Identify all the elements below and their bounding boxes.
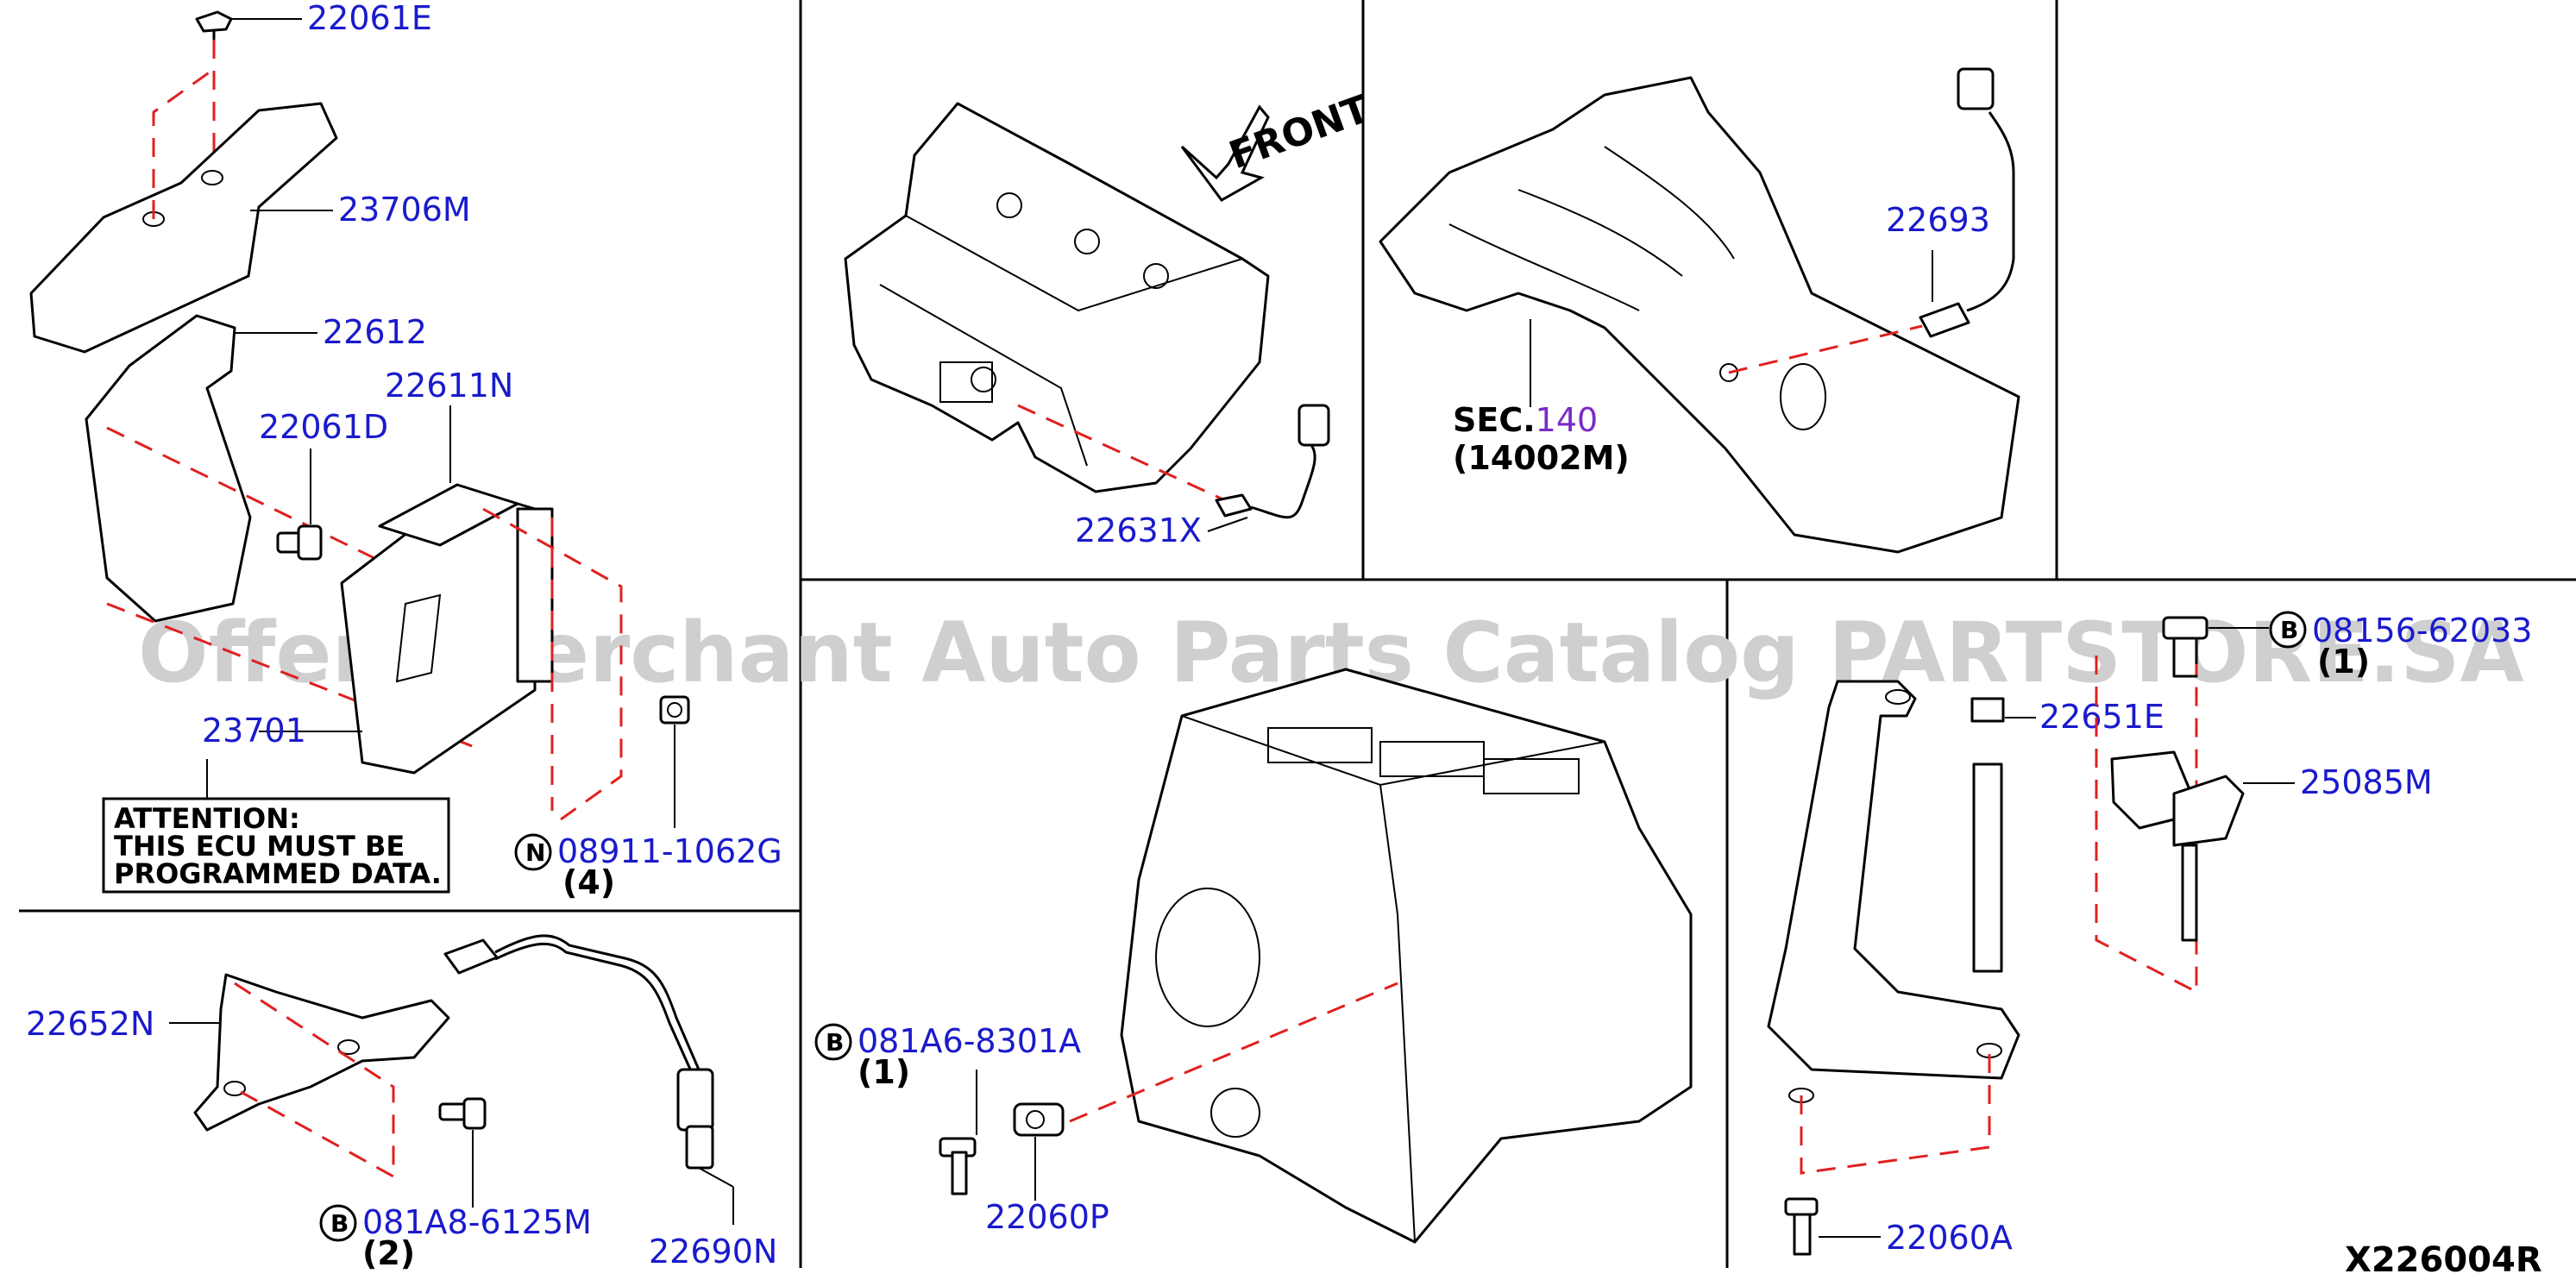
badge-b-081a8: B <box>319 1204 357 1242</box>
part-label-23706m[interactable]: 23706M <box>338 191 471 229</box>
knock-sensor-22060p-drawing <box>1013 1102 1065 1137</box>
part-label-22693[interactable]: 22693 <box>1886 201 1990 239</box>
engine-block-drawing <box>1120 668 1693 1244</box>
section-frames <box>19 0 2576 1268</box>
badge-b-08156: B <box>2269 611 2307 649</box>
crank-sensor-section: 22651E B 08156-62033 (1) 25085M 22060A <box>1767 611 2532 1257</box>
qty-081a6: (1) <box>858 1053 910 1091</box>
qty-081a8: (2) <box>362 1234 415 1272</box>
sec-sub: (14002M) <box>1453 439 1630 477</box>
bolt-22060a-drawing <box>1784 1197 1819 1256</box>
part-label-25085m[interactable]: 25085M <box>2300 763 2433 801</box>
sec-ref[interactable]: SEC.140 <box>1453 401 1598 439</box>
sec-prefix: SEC. <box>1453 401 1536 439</box>
heat-shield-22652n-drawing <box>193 973 450 1132</box>
part-label-22061d[interactable]: 22061D <box>259 408 388 446</box>
front-label: FRONT <box>1223 87 1374 178</box>
ecu-section: 22061E 23706M 22612 22061D 22611N 23701 <box>29 0 782 901</box>
part-label-08911-1062g[interactable]: 08911-1062G <box>557 832 782 870</box>
crank-sensor-25085m-drawing <box>2110 750 2245 942</box>
cylinder-head-drawing <box>844 102 1270 493</box>
part-label-22611n[interactable]: 22611N <box>385 367 513 405</box>
attention-line-3: PROGRAMMED DATA. <box>114 857 442 890</box>
o2-sensor-section: 22652N B 081A8-6125M (2) 22690N <box>26 934 777 1272</box>
svg-text:N: N <box>525 838 545 867</box>
svg-text:B: B <box>2280 616 2298 644</box>
badge-n-08911: N <box>514 833 552 871</box>
part-label-22631x[interactable]: 22631X <box>1075 511 1202 549</box>
bracket-22612-drawing <box>85 314 252 623</box>
qty-08156: (1) <box>2317 643 2370 681</box>
part-label-08156-62033[interactable]: 08156-62033 <box>2312 612 2532 649</box>
part-label-22651e[interactable]: 22651E <box>2039 698 2164 736</box>
bolt-081a8-drawing <box>438 1097 487 1130</box>
diagram-code: X226004R <box>2345 1240 2542 1280</box>
clip-22061e-drawing <box>195 10 233 40</box>
part-label-22690n[interactable]: 22690N <box>649 1233 777 1271</box>
attention-line-1: ATTENTION: <box>114 802 300 835</box>
part-label-22061e[interactable]: 22061E <box>307 0 432 37</box>
part-label-22652n[interactable]: 22652N <box>26 1005 154 1043</box>
bolt-22061d-drawing <box>276 524 323 561</box>
bolt-081a6-drawing <box>939 1137 977 1195</box>
qty-08911: (4) <box>562 863 615 901</box>
part-label-081a6-8301a[interactable]: 081A6-8301A <box>858 1022 1081 1060</box>
part-label-23701[interactable]: 23701 <box>202 712 306 750</box>
cylinder-head-section: FRONT 22631X <box>844 87 1375 549</box>
bolt-08156-drawing <box>2162 616 2208 678</box>
badge-b-081a6: B <box>814 1023 852 1061</box>
sensor-bracket-drawing <box>1767 680 2020 1080</box>
part-label-22060a[interactable]: 22060A <box>1886 1219 2013 1257</box>
exhaust-manifold-drawing <box>1379 76 2020 554</box>
svg-text:B: B <box>330 1209 349 1238</box>
attention-line-2: THIS ECU MUST BE <box>114 830 405 863</box>
attention-note: ATTENTION: THIS ECU MUST BE PROGRAMMED D… <box>102 759 450 894</box>
part-label-22060p[interactable]: 22060P <box>985 1198 1109 1236</box>
o2-sensor-22690n-drawing <box>443 934 734 1188</box>
ecu-cover-23706m-drawing <box>29 102 338 354</box>
part-label-22612[interactable]: 22612 <box>323 313 427 351</box>
engine-block-section: B 081A6-8301A (1) 22060P <box>814 668 1693 1244</box>
exhaust-manifold-section: 22693 SEC.140 (14002M) <box>1379 67 2020 554</box>
sec-number: 140 <box>1536 401 1599 439</box>
nut-08911-drawing <box>659 695 690 725</box>
svg-text:B: B <box>826 1028 844 1057</box>
part-label-081a8-6125m[interactable]: 081A8-6125M <box>362 1203 592 1241</box>
